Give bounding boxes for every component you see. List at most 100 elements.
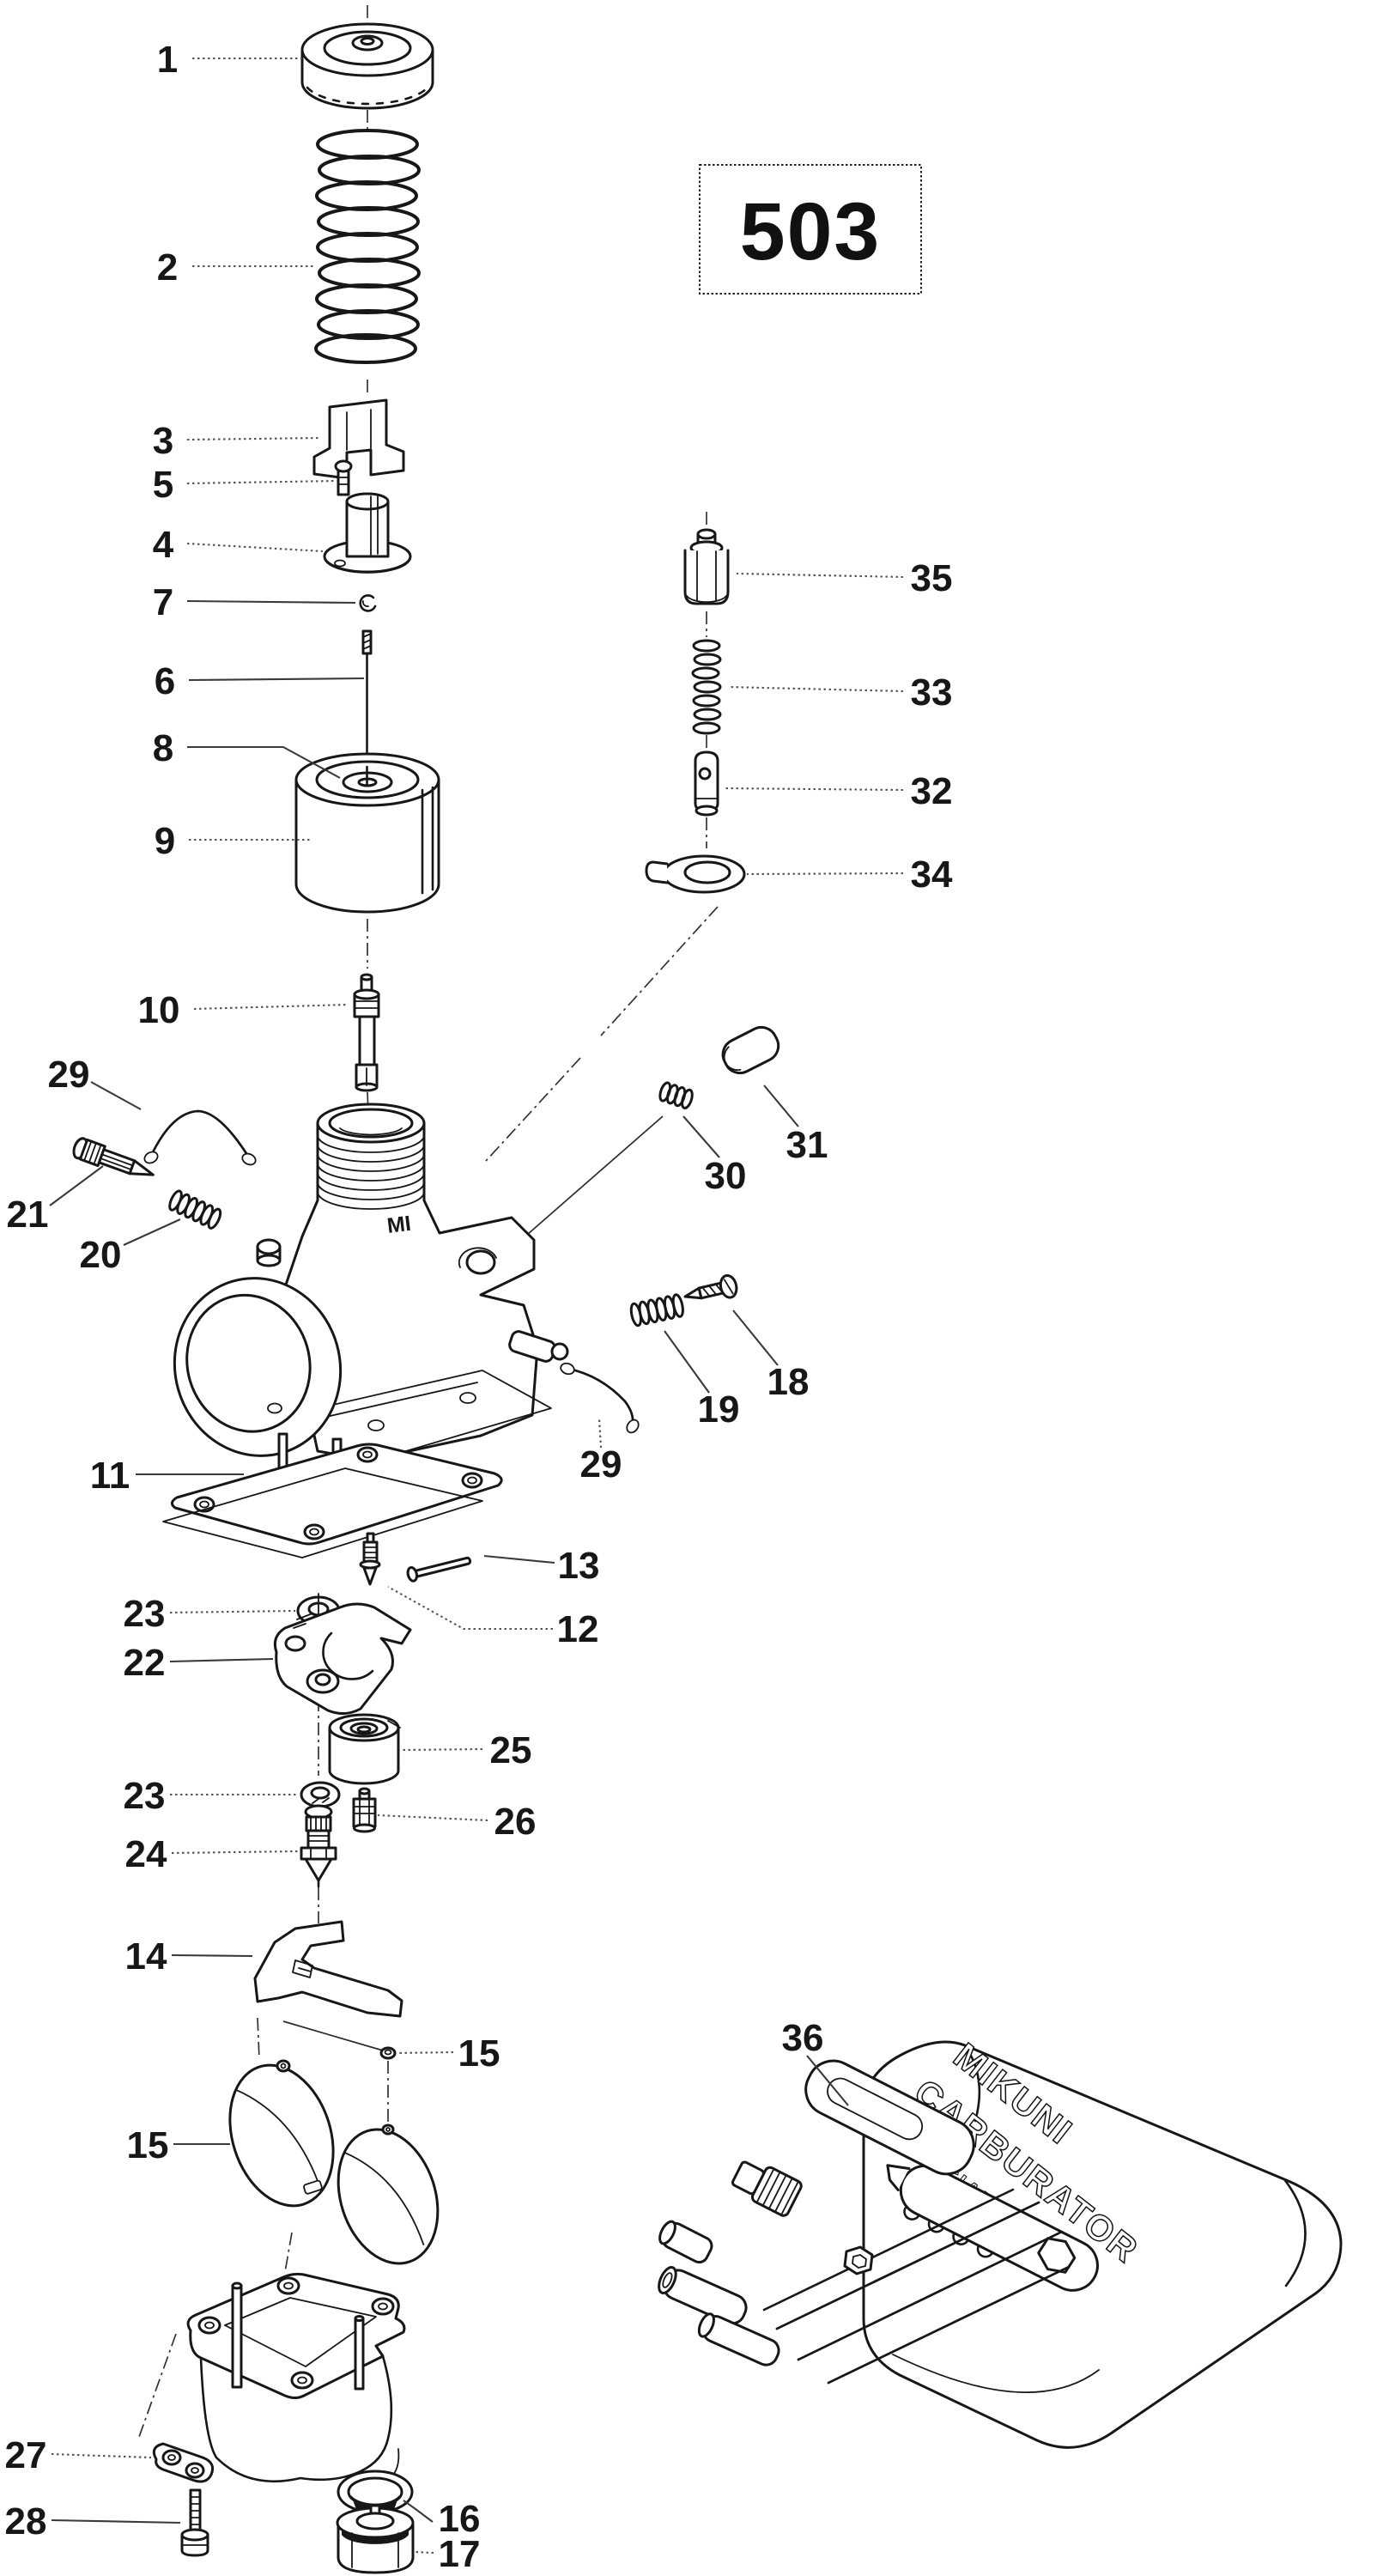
part-number-34: 34 bbox=[911, 854, 953, 896]
part-number-31: 31 bbox=[786, 1124, 828, 1166]
part-callout-20: 20 bbox=[80, 1218, 181, 1276]
part-drawing-vent-hose-upper bbox=[143, 1109, 257, 1166]
part-callout-23: 23 bbox=[124, 1775, 299, 1817]
part-number-25: 25 bbox=[490, 1729, 532, 1771]
part-number-9: 9 bbox=[155, 820, 175, 862]
part-callout-21: 21 bbox=[7, 1165, 104, 1236]
part-drawing-throttle-slide bbox=[294, 752, 440, 914]
part-drawing-jet-cup bbox=[328, 1713, 401, 1785]
part-callout-24: 24 bbox=[125, 1833, 300, 1875]
part-number-29: 29 bbox=[48, 1054, 90, 1096]
part-drawing-choke-spring bbox=[691, 639, 722, 735]
leader-line-27 bbox=[51, 2452, 152, 2459]
leader-line-16 bbox=[403, 2500, 434, 2523]
part-callout-15: 15 bbox=[127, 2124, 230, 2166]
part-callout-28: 28 bbox=[5, 2500, 181, 2543]
leader-line-5 bbox=[186, 479, 337, 485]
part-callout-22: 22 bbox=[124, 1642, 274, 1684]
part-number-33: 33 bbox=[911, 671, 953, 714]
part-callout-11: 11 bbox=[90, 1455, 244, 1497]
part-drawing-floats bbox=[228, 2046, 440, 2265]
part-drawing-needle-jet bbox=[353, 973, 380, 1092]
leader-line-32 bbox=[724, 787, 904, 792]
part-callout-27: 27 bbox=[5, 2434, 152, 2476]
part-drawing-pilot-jet bbox=[352, 1787, 377, 1833]
part-callout-10: 10 bbox=[138, 989, 349, 1031]
wrench-tool bbox=[886, 2164, 1099, 2292]
part-number-8: 8 bbox=[153, 727, 173, 769]
part-drawing-choke-plunger bbox=[694, 750, 719, 817]
part-number-23: 23 bbox=[124, 1593, 166, 1635]
part-drawing-coil-jet bbox=[658, 1081, 694, 1109]
part-number-29: 29 bbox=[580, 1443, 622, 1485]
part-callout-6: 6 bbox=[155, 660, 365, 702]
part-callout-35: 35 bbox=[736, 557, 953, 599]
leader-line-3 bbox=[186, 436, 322, 441]
leader-line-30 bbox=[682, 1115, 720, 1158]
leader-line-15 bbox=[396, 2050, 454, 2055]
part-drawing-tab-washer bbox=[645, 854, 746, 894]
part-callout-32: 32 bbox=[724, 770, 953, 812]
part-drawing-float-bowl bbox=[186, 2272, 406, 2489]
part-callout-29: 29 bbox=[580, 1418, 622, 1485]
part-callout-7: 7 bbox=[153, 581, 356, 623]
part-callout-12: 12 bbox=[387, 1586, 598, 1650]
leader-line-21 bbox=[49, 1165, 104, 1206]
part-callout-14: 14 bbox=[125, 1935, 253, 1978]
part-callout-23: 23 bbox=[124, 1593, 296, 1635]
leader-line-24 bbox=[171, 1850, 300, 1855]
leader-line-8 bbox=[187, 745, 341, 779]
model-box-border bbox=[699, 164, 922, 295]
part-drawing-bracket-screw bbox=[180, 2488, 209, 2557]
part-number-20: 20 bbox=[80, 1234, 122, 1276]
part-callout-15: 15 bbox=[396, 2032, 500, 2075]
part-callout-17: 17 bbox=[413, 2533, 481, 2575]
part-number-36: 36 bbox=[782, 2017, 824, 2059]
leader-line-22 bbox=[169, 1657, 274, 1663]
part-number-23: 23 bbox=[124, 1775, 166, 1817]
part-drawing-float-bracket bbox=[253, 1920, 403, 2018]
part-number-28: 28 bbox=[5, 2500, 47, 2543]
body-brand-text: MI bbox=[385, 1212, 412, 1238]
screwdriver-tool bbox=[658, 2059, 975, 2264]
part-callout-18: 18 bbox=[732, 1309, 809, 1403]
part-number-32: 32 bbox=[911, 770, 953, 812]
part-number-14: 14 bbox=[125, 1935, 167, 1978]
leader-line-29 bbox=[90, 1081, 142, 1110]
part-number-26: 26 bbox=[494, 1801, 537, 1843]
part-number-30: 30 bbox=[705, 1155, 747, 1197]
part-callout-3: 3 bbox=[153, 420, 322, 462]
part-number-21: 21 bbox=[7, 1194, 49, 1236]
part-callout-25: 25 bbox=[401, 1729, 532, 1771]
leader-line-28 bbox=[51, 2518, 181, 2524]
leader-line-34 bbox=[746, 872, 904, 876]
part-drawing-choke-cap bbox=[683, 528, 730, 605]
leader-line-26 bbox=[377, 1814, 488, 1822]
part-drawing-needle-holder bbox=[323, 492, 412, 574]
leader-line-31 bbox=[763, 1084, 799, 1127]
part-drawing-tool-kit: MIKUNI CARBURATOR SPECIAL TOOLS bbox=[658, 2034, 1343, 2449]
model-number: 503 bbox=[740, 186, 882, 277]
part-drawing-e-clip bbox=[359, 594, 377, 612]
leader-line-7 bbox=[186, 599, 356, 605]
part-drawing-vent-hose-lower bbox=[560, 1362, 640, 1434]
leader-line-6 bbox=[188, 677, 365, 682]
part-callout-9: 9 bbox=[155, 820, 311, 862]
part-callout-36: 36 bbox=[782, 2017, 849, 2106]
part-drawing-drain-plug bbox=[336, 2504, 415, 2574]
part-number-35: 35 bbox=[911, 557, 953, 599]
part-drawing-cap bbox=[300, 22, 434, 110]
leader-line-36 bbox=[806, 2055, 849, 2106]
part-number-3: 3 bbox=[153, 420, 173, 462]
part-number-13: 13 bbox=[558, 1545, 600, 1587]
leader-line-23 bbox=[169, 1609, 296, 1614]
part-drawing-throttle-spring bbox=[314, 129, 421, 364]
leader-line-10 bbox=[193, 1003, 349, 1011]
part-number-17: 17 bbox=[439, 2533, 481, 2575]
leader-line-25 bbox=[401, 1747, 483, 1752]
part-callout-19: 19 bbox=[664, 1330, 739, 1431]
part-number-7: 7 bbox=[153, 581, 173, 623]
leader-line-20 bbox=[123, 1218, 181, 1246]
